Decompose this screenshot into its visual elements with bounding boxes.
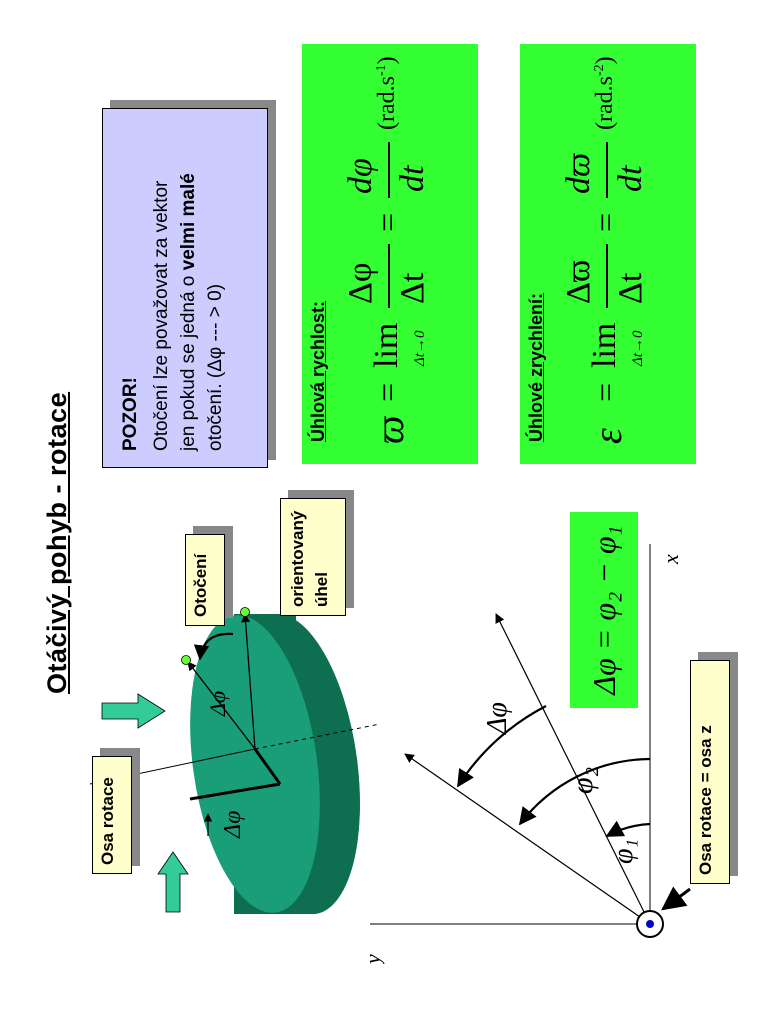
- arc-phi2: [518, 757, 651, 826]
- phi1-label: φ₁: [608, 839, 639, 864]
- arc-phi1: [605, 820, 651, 837]
- axis-thick-1: [253, 748, 282, 785]
- orientovany-uhel-label: orientovaný úhel: [280, 498, 346, 616]
- unit-2: (rad.s-2): [592, 56, 618, 130]
- arc-dphi: [457, 705, 547, 788]
- phi2-label: φ₂: [566, 767, 599, 794]
- note-heading: POZOR!: [120, 377, 141, 451]
- angle-axes-diagram: y x φ₁ φ₂ Δφ: [360, 544, 691, 964]
- note-line-1: Otočení lze považovat za vektor: [151, 180, 172, 451]
- unit-1: (rad.s-1): [374, 56, 400, 130]
- epsilon-symbol: ε: [585, 428, 630, 444]
- page-title: Otáčivý pohyb - rotace: [42, 391, 72, 694]
- angular-acceleration-box: Úhlové zrychlení: ε = lim Δt→0 Δϖ Δt = d…: [520, 44, 696, 464]
- osa-rotace-arrow-icon: [157, 851, 189, 913]
- frac2-num: dφ: [342, 158, 379, 194]
- y-axis-label: y: [360, 954, 385, 964]
- angular-acceleration-label: Úhlové zrychlení:: [526, 292, 546, 442]
- frac1-den: Δt: [394, 272, 431, 304]
- otoceni-arrow-icon: [101, 693, 166, 729]
- dphi-axes-label: Δφ: [482, 702, 513, 735]
- ray-phi2: [404, 753, 651, 925]
- osa-rotace-label: Osa rotace: [92, 756, 132, 874]
- orientovany-text: orientovaný: [288, 510, 307, 607]
- osa-rotace-z-label: Osa rotace = osa z: [690, 660, 730, 884]
- frac4-den: dt: [612, 165, 649, 192]
- note-line-2: jen pokud se jedná o velmi malé: [178, 173, 199, 451]
- uhel-text: úhel: [312, 572, 331, 607]
- origin-dot: [646, 920, 654, 928]
- omega-symbol: ϖ: [367, 415, 412, 444]
- point-1: [240, 607, 250, 617]
- z-pointer-arrow: [661, 886, 691, 911]
- frac2-den: dt: [394, 165, 431, 192]
- angular-velocity-box: Úhlová rychlost: ϖ = lim Δt→0 Δφ Δt = dφ…: [302, 44, 478, 464]
- curved-arrow: [193, 632, 234, 661]
- frac1-num: Δφ: [342, 262, 379, 305]
- ray-phi1: [495, 613, 651, 925]
- disk-top: [190, 615, 320, 913]
- vector-dphi-label: Δφ: [220, 811, 246, 839]
- lim-text-2: lim: [586, 322, 623, 368]
- angular-velocity-label: Úhlová rychlost:: [308, 300, 328, 442]
- note-box: POZOR! Otočení lze považovat za vektor j…: [102, 108, 268, 468]
- disk-dphi-label: Δφ: [205, 691, 230, 717]
- radius-vector-1: [241, 613, 256, 750]
- frac3-den: Δt: [612, 272, 649, 304]
- radius-vector-2: [187, 661, 256, 750]
- point-2: [181, 655, 191, 665]
- axis-dashed: [254, 723, 381, 750]
- lim-text: lim: [368, 322, 405, 368]
- rotation-disk-diagram: Δφ Δφ: [89, 607, 381, 914]
- delta-phi-box: Δφ = φ₂ − φ₁: [570, 512, 638, 708]
- lim-sub-2: Δt→0: [630, 330, 646, 366]
- lim-sub: Δt→0: [412, 330, 428, 366]
- frac4-num: dϖ: [560, 152, 597, 194]
- x-axis-label: x: [658, 554, 683, 565]
- frac3-num: Δϖ: [560, 259, 597, 304]
- axis-thick-2: [189, 782, 281, 801]
- note-line-3: otočení. (Δφ --- > 0): [205, 283, 226, 451]
- delta-phi-formula: Δφ = φ₂ − φ₁: [585, 525, 622, 695]
- otoceni-label: Otočení: [185, 534, 225, 626]
